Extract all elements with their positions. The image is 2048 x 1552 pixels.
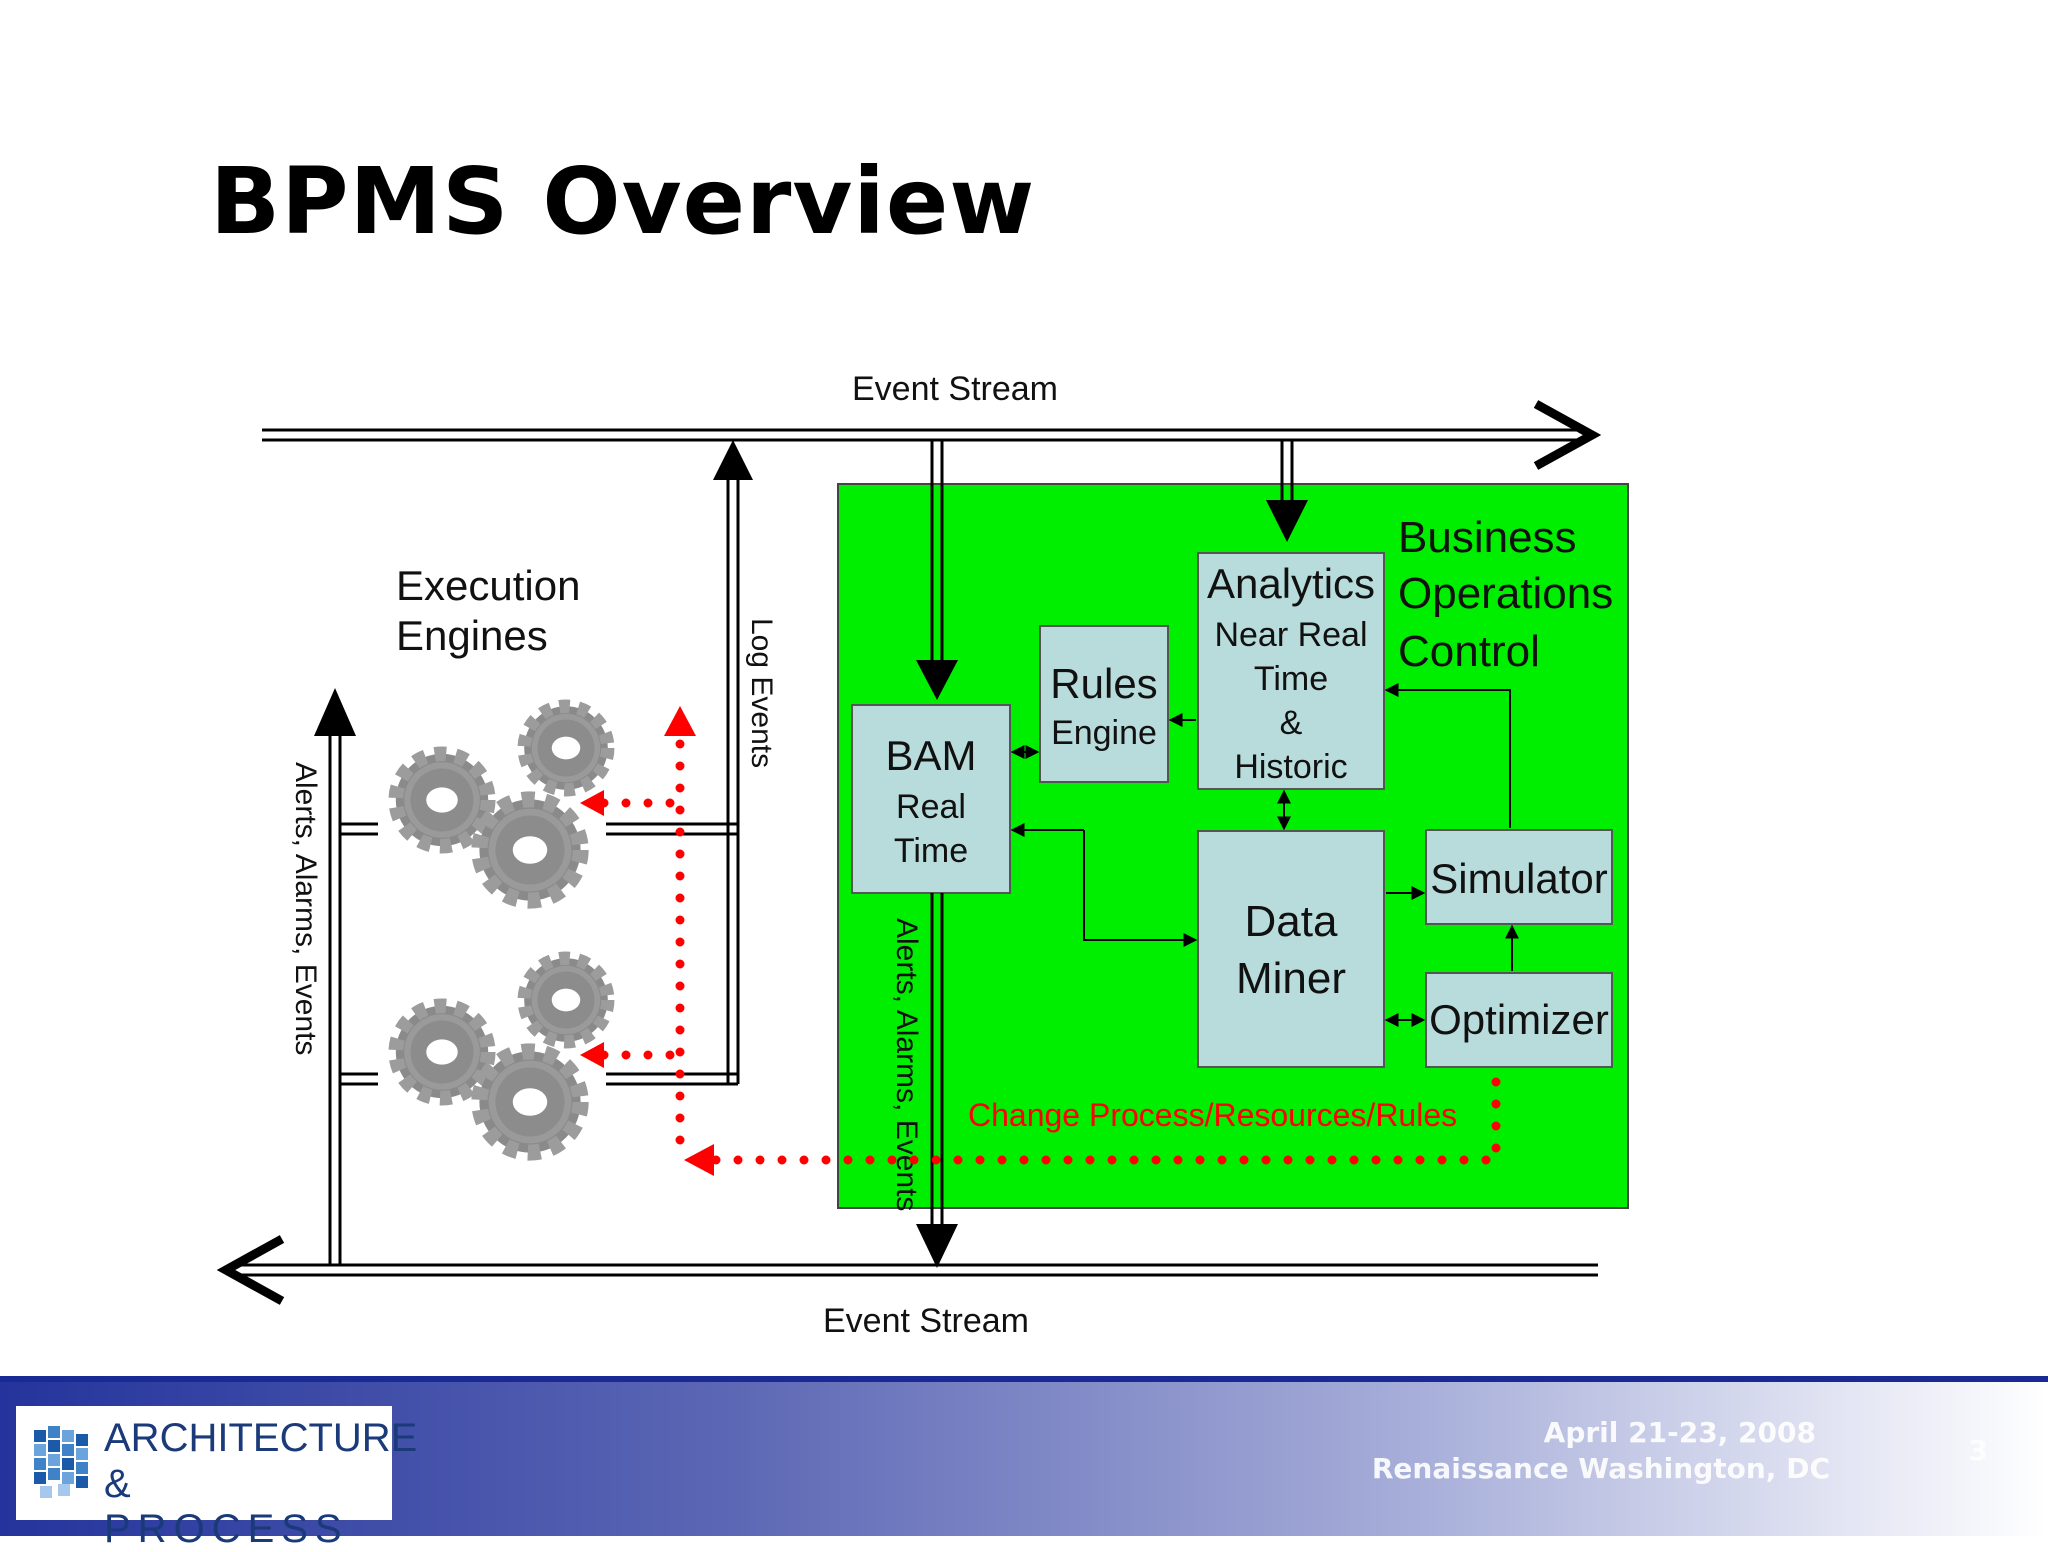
gear-cluster-top-icon [396,706,608,900]
log-events-riser [606,440,753,1086]
svg-text:Data: Data [1245,897,1338,946]
svg-text:Real: Real [896,788,966,826]
data-miner-box: Data Miner [1197,830,1385,1068]
event-venue: Renaissance Washington, DC [1371,1452,1830,1485]
svg-text:Optimizer: Optimizer [1429,996,1609,1043]
svg-text:Rules: Rules [1050,660,1157,707]
optimizer-box: Optimizer [1425,972,1613,1068]
footer-bar: ARCHITECTURE & PROCESS April 21-23, 2008… [0,1376,2048,1551]
event-stream-bottom: Event Stream [216,1235,1598,1340]
logo-line1: ARCHITECTURE [104,1416,418,1460]
svg-text:&: & [1280,704,1303,742]
slide-number: 3 [1968,1434,1988,1467]
bpms-diagram: Event Stream Event Stream Business Opera… [216,370,1629,1340]
rules-engine-box: Rules Engine [1039,625,1169,783]
svg-text:Engine: Engine [1051,714,1157,752]
svg-text:Simulator: Simulator [1430,855,1607,902]
svg-text:BAM: BAM [885,732,976,779]
event-stream-top-label: Event Stream [852,370,1058,408]
svg-text:Miner: Miner [1236,954,1346,1003]
conference-logo: ARCHITECTURE & PROCESS [16,1406,417,1551]
logo-line2: & PROCESS [104,1462,349,1551]
analytics-box: Analytics Near Real Time & Historic [1197,552,1385,790]
internal-connectors [1010,683,1519,1027]
event-stream-bottom-label: Event Stream [823,1302,1029,1340]
feedback-arrowheads [580,706,714,1176]
svg-text:Historic: Historic [1234,748,1347,786]
gear-cluster-bottom-icon [396,958,608,1152]
alerts-left-riser [314,688,378,1266]
slide-title: BPMS Overview [210,148,1036,255]
simulator-box: Simulator [1425,829,1613,925]
boc-title: Business Operations Control [1398,513,1625,676]
alerts-center-label: Alerts, Alarms, Events [890,918,923,1211]
svg-text:Time: Time [894,832,968,870]
svg-text:Time: Time [1254,660,1328,698]
execution-engines-label: Execution Engines [396,562,592,659]
svg-text:Analytics: Analytics [1207,560,1375,607]
stream-to-analytics [1266,440,1308,542]
event-stream-top: Event Stream [262,370,1602,470]
bam-to-stream [916,893,958,1268]
change-label: Change Process/Resources/Rules [968,1097,1457,1133]
bam-box: BAM Real Time [851,704,1011,894]
log-events-label: Log Events [745,618,778,768]
stream-to-bam [916,440,958,700]
svg-text:Near Real: Near Real [1214,616,1367,654]
feedback-loop [595,735,1501,1165]
alerts-left-label: Alerts, Alarms, Events [289,762,322,1055]
logo-mark-icon [34,1426,88,1498]
event-date: April 21-23, 2008 [1543,1416,1816,1449]
